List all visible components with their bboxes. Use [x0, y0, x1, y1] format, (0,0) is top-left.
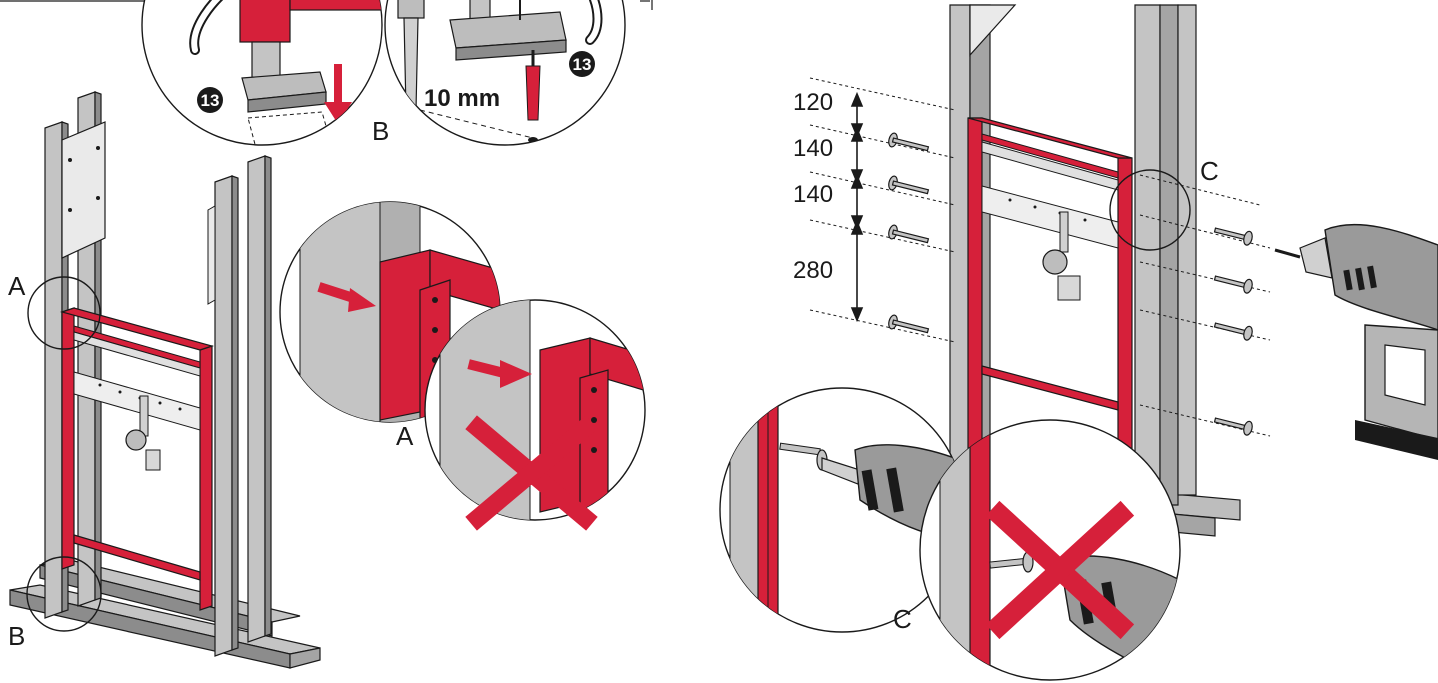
- screws-right: [1213, 227, 1253, 436]
- red-arrow-icon: [317, 282, 359, 304]
- dimension-arrows: [850, 91, 864, 323]
- dimension-label-1: 120: [793, 89, 833, 116]
- screws-left: [888, 132, 930, 334]
- drill-bit-size-label: 10 mm: [424, 85, 500, 112]
- callout-circle-c: [1109, 169, 1191, 251]
- detail-circle-a-wrong: [424, 299, 646, 531]
- step-badge-right: 13: [573, 55, 592, 74]
- dimension-guides: [809, 77, 1271, 437]
- step-badge-icon: 13: [197, 87, 223, 113]
- callout-label-c-right: C: [1200, 156, 1219, 186]
- left-frame-assembly: [9, 91, 321, 669]
- dimension-label-2: 140: [793, 135, 833, 162]
- cordless-drill-icon: [1274, 223, 1438, 460]
- detail-circle-c-wrong: [919, 419, 1181, 681]
- detail-circle-drill: [384, 0, 626, 146]
- callout-circle-a: [27, 276, 101, 350]
- dimension-label-3: 140: [793, 181, 833, 208]
- callout-label-b-left: B: [8, 621, 25, 651]
- red-arrow-icon: [334, 64, 342, 104]
- right-frame-assembly: [949, 4, 1241, 537]
- callout-label-a-left: A: [8, 271, 26, 301]
- red-arrow-icon: [467, 359, 509, 379]
- detail-circle-b: [141, 0, 383, 146]
- callout-label-a-detail: A: [396, 421, 414, 451]
- step-badge-icon: 13: [569, 51, 595, 77]
- step-badge-left: 13: [201, 91, 220, 110]
- dimension-label-4: 280: [793, 257, 833, 284]
- red-x-icon: [985, 500, 1135, 640]
- callout-circle-b: [26, 556, 102, 632]
- red-x-icon: [465, 415, 598, 531]
- callout-label-b-detail: B: [372, 116, 389, 146]
- callout-label-c-detail: C: [893, 604, 912, 634]
